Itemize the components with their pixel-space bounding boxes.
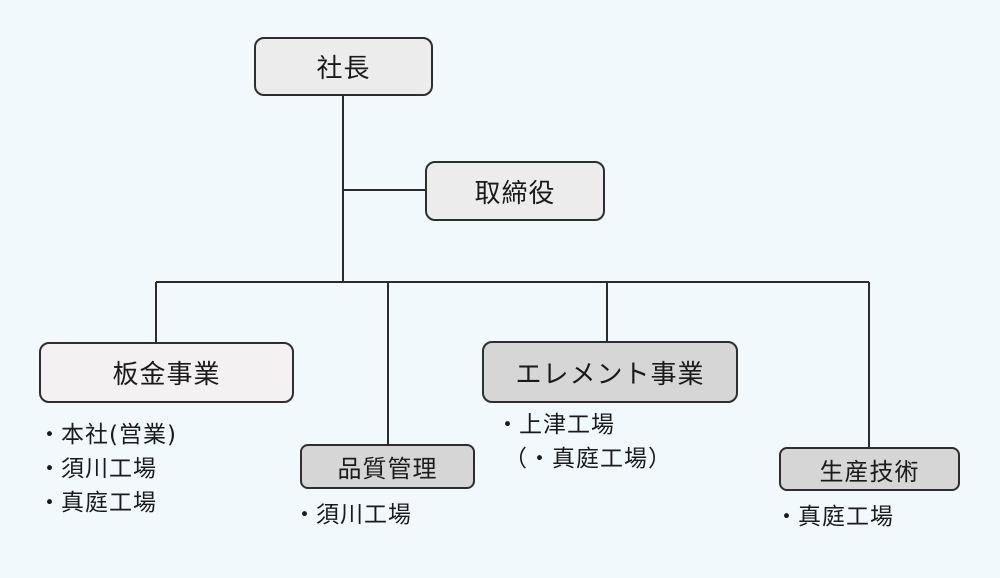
list-item: 真庭工場 (38, 486, 177, 520)
directors-box: 取締役 (425, 161, 605, 221)
list-item: 本社(営業) (38, 418, 177, 452)
element-site-list: 上津工場 （・真庭工場） (496, 408, 672, 476)
division-production-box: 生産技術 (779, 447, 960, 491)
list-item: 真庭工場 (775, 500, 894, 534)
quality-site-list: 須川工場 (293, 498, 412, 532)
production-site-list: 真庭工場 (775, 500, 894, 534)
sheet-metal-site-list: 本社(営業) 須川工場 真庭工場 (38, 418, 177, 520)
division-element-box: エレメント事業 (482, 341, 738, 403)
president-box: 社長 (254, 37, 433, 96)
list-item: 須川工場 (38, 452, 177, 486)
list-item: 須川工場 (293, 498, 412, 532)
division-quality-box: 品質管理 (300, 444, 475, 489)
list-item: （・真庭工場） (504, 446, 672, 472)
list-item: 上津工場 (496, 408, 672, 442)
division-sheet-metal-box: 板金事業 (39, 342, 294, 403)
